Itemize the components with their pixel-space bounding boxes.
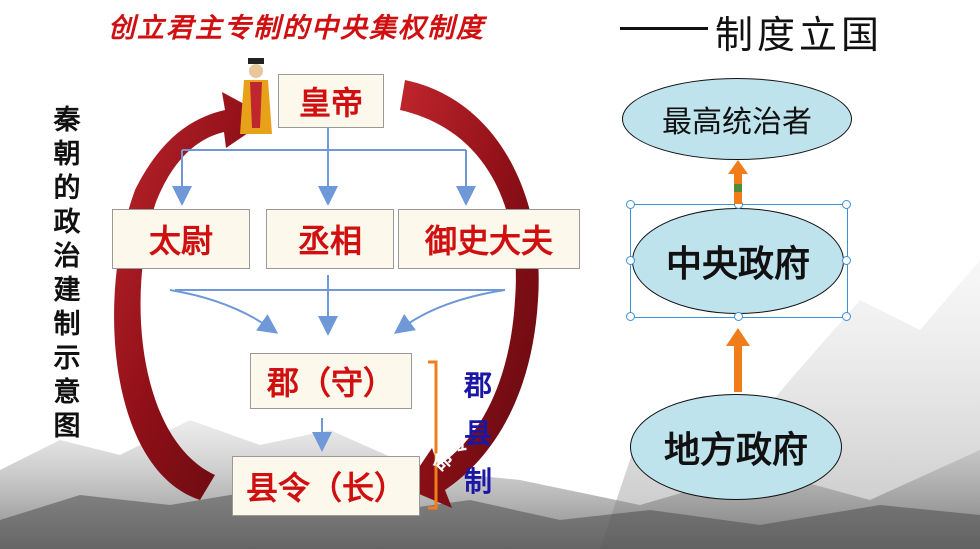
minister-box-yushidafu: 御史大夫 <box>398 209 580 269</box>
selection-handle[interactable] <box>734 312 743 321</box>
system-char-jun: 郡 <box>464 369 493 402</box>
selection-handle[interactable] <box>626 256 635 265</box>
decision-arrow <box>114 92 270 500</box>
commandery-box: 郡（守） <box>250 353 412 409</box>
order-arrow <box>400 80 539 508</box>
top-ruler-ellipse: 最高统治者 <box>622 78 852 160</box>
selection-handle[interactable] <box>842 312 851 321</box>
minister-box-chengxiang: 丞相 <box>266 209 394 269</box>
up-arrow-icon <box>726 328 750 392</box>
side-title-char: 的 <box>53 173 81 204</box>
side-title-char: 秦 <box>53 105 81 136</box>
side-title-char: 制 <box>53 309 81 340</box>
selection-handle[interactable] <box>626 312 635 321</box>
title-red: 创立君主专制的中央集权制度 <box>108 13 485 44</box>
side-title: 秦朝的政治建制示意图 <box>50 104 84 444</box>
selection-handle[interactable] <box>626 200 635 209</box>
title-black: 制度立国 <box>715 13 884 57</box>
selection-frame[interactable] <box>630 204 848 318</box>
side-title-char: 朝 <box>53 139 81 170</box>
selection-handle[interactable] <box>842 200 851 209</box>
side-title-char: 治 <box>53 241 81 272</box>
county-box: 县令（长） <box>232 456 420 516</box>
system-char-xian: 县 <box>464 417 493 450</box>
system-char-zhi: 制 <box>464 465 493 498</box>
side-title-char: 意 <box>53 377 81 408</box>
side-title-char: 政 <box>53 207 81 238</box>
emperor-figure-icon <box>240 58 272 134</box>
title-dash <box>620 27 708 30</box>
minister-box-taiwei: 太尉 <box>112 209 250 269</box>
side-title-char: 图 <box>53 411 81 442</box>
emperor-box: 皇帝 <box>278 74 384 128</box>
selection-handle[interactable] <box>842 256 851 265</box>
up-arrow-icon <box>728 160 748 204</box>
central-government-ellipse[interactable]: 中央政府 <box>632 208 844 314</box>
side-title-char: 建 <box>53 275 81 306</box>
side-title-char: 示 <box>53 343 81 374</box>
local-government-ellipse: 地方政府 <box>630 394 842 500</box>
